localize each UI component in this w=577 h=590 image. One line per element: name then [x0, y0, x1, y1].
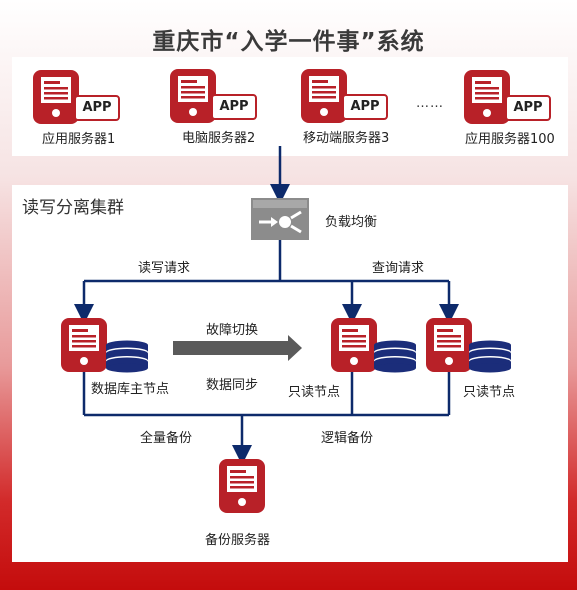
app-badge: APP — [211, 94, 257, 120]
app-badge: APP — [342, 94, 388, 120]
full-backup-label: 全量备份 — [140, 431, 193, 446]
cluster-panel — [12, 185, 568, 562]
server-icon — [170, 69, 216, 127]
page-title: 重庆市“入学一件事”系统 — [152, 29, 425, 55]
server-icon — [301, 69, 347, 127]
server-icon — [33, 70, 79, 128]
load-balancer-label: 负载均衡 — [325, 215, 378, 230]
read-write-request-label: 读写请求 — [138, 261, 191, 276]
ellipsis: …… — [416, 96, 444, 111]
failover-arrow — [173, 335, 302, 361]
app-server-100-label: 应用服务器100 — [465, 132, 555, 147]
failover-label: 故障切换 — [206, 323, 259, 338]
logical-backup-label: 逻辑备份 — [321, 431, 374, 446]
server-icon — [464, 70, 510, 128]
query-request-label: 查询请求 — [372, 261, 425, 276]
server-icon — [331, 318, 377, 376]
primary-node-label: 数据库主节点 — [91, 382, 170, 397]
cluster-title: 读写分离集群 — [22, 198, 124, 218]
load-balancer-icon — [251, 198, 309, 244]
database-icon — [105, 340, 149, 378]
backup-server-label: 备份服务器 — [205, 533, 271, 548]
app-badge: APP — [505, 95, 551, 121]
database-icon — [373, 340, 417, 378]
app-server-3-label: 移动端服务器3 — [303, 131, 390, 146]
app-badge: APP — [74, 95, 120, 121]
database-icon — [468, 340, 512, 378]
server-icon — [61, 318, 107, 376]
server-icon — [426, 318, 472, 376]
app-server-1-label: 应用服务器1 — [42, 132, 116, 147]
readonly-node-1-label: 只读节点 — [288, 385, 341, 400]
data-sync-label: 数据同步 — [206, 378, 259, 393]
server-icon — [219, 459, 265, 517]
readonly-node-2-label: 只读节点 — [463, 385, 516, 400]
app-server-2-label: 电脑服务器2 — [182, 131, 256, 146]
